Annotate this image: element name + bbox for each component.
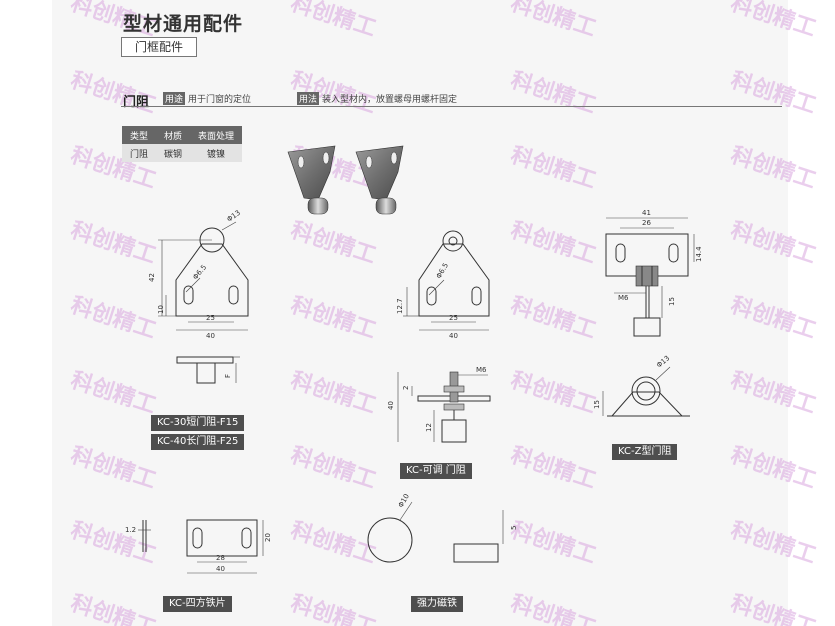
drawing-z-type-front: 41 26 14.4 M6 15 [605, 209, 703, 337]
usage-tag-label: 用途 [163, 92, 186, 105]
dim-label: 40 [206, 332, 215, 340]
spec-row: 门阻 碳钢 镀镍 [122, 144, 243, 162]
caption-long-stop: KC-40长门阻-F25 [151, 434, 245, 450]
caption-magnet: 强力磁铁 [411, 596, 463, 612]
spec-cell: 碳钢 [156, 144, 191, 162]
product-photo [287, 145, 404, 215]
caption-z-type-stop: KC-Z型门阻 [612, 444, 678, 460]
usage-tag: 用途用于门窗的定位 [163, 92, 251, 105]
dim-label: 26 [642, 219, 651, 227]
page-subtitle: 门框配件 [121, 37, 197, 57]
dim-label: F [224, 374, 232, 378]
spec-header-row: 类型 材质 表面处理 [122, 126, 243, 144]
dim-label: Φ6.5 [435, 262, 450, 280]
method-tag-text: 装入型材内，放置螺母用螺杆固定 [322, 95, 458, 105]
drawing-adjustable-stop: Φ6.5 12.7 25 40 [396, 230, 490, 340]
dim-label: 2 [402, 386, 410, 390]
dim-label: 40 [216, 565, 225, 573]
section-divider [121, 106, 782, 107]
spec-cell: 门阻 [122, 144, 157, 162]
dim-label: 42 [148, 273, 156, 282]
dim-label: 15 [593, 400, 601, 409]
spec-cell: 镀镍 [190, 144, 243, 162]
method-tag-label: 用法 [297, 92, 320, 105]
usage-tag-text: 用于门窗的定位 [188, 95, 252, 105]
drawing-short-stop-side: F [176, 356, 240, 384]
bracket-photo-left [287, 145, 336, 215]
dim-label: 25 [206, 314, 215, 322]
dim-label: 28 [216, 554, 225, 562]
method-tag: 用法装入型材内，放置螺母用螺杆固定 [297, 92, 457, 105]
dim-label: 10 [157, 305, 165, 314]
dim-label: 40 [449, 332, 458, 340]
dim-label: 41 [642, 209, 651, 217]
spec-table: 类型 材质 表面处理 门阻 碳钢 镀镍 [122, 126, 243, 162]
spec-header-cell: 表面处理 [190, 126, 243, 144]
dim-label: 12.7 [396, 298, 404, 314]
drawing-short-stop: Φ13 Φ6.5 42 10 25 40 [148, 209, 249, 340]
drawing-magnet: Φ10 5 [367, 493, 518, 563]
dim-label: 14.4 [695, 246, 703, 262]
bracket-photo-right [355, 145, 404, 215]
dim-label: M6 [476, 366, 487, 374]
caption-square-iron: KC-四方铁片 [163, 596, 232, 612]
dim-label: 15 [668, 297, 676, 306]
dim-label: 20 [264, 533, 272, 542]
page-title: 型材通用配件 [123, 13, 244, 35]
dim-label: 40 [387, 401, 395, 410]
spec-header-cell: 材质 [156, 126, 191, 144]
caption-adjustable-stop: KC-可调 门阻 [400, 463, 472, 479]
dim-label: Φ13 [226, 209, 242, 224]
caption-short-stop: KC-30短门阻-F15 [151, 415, 245, 431]
dim-label: 5 [510, 526, 518, 530]
dim-label: Φ13 [655, 354, 671, 369]
spec-header-cell: 类型 [122, 126, 157, 144]
drawing-square-iron: 1.2 28 40 20 [125, 519, 272, 574]
dim-label: 25 [449, 314, 458, 322]
drawing-z-type-side: 15 Φ13 [593, 354, 690, 417]
dim-label: M6 [618, 294, 629, 302]
drawing-adjustable-side: M6 2 40 12 [387, 366, 491, 443]
dim-label: 12 [425, 423, 433, 432]
dim-label: 1.2 [125, 526, 136, 534]
